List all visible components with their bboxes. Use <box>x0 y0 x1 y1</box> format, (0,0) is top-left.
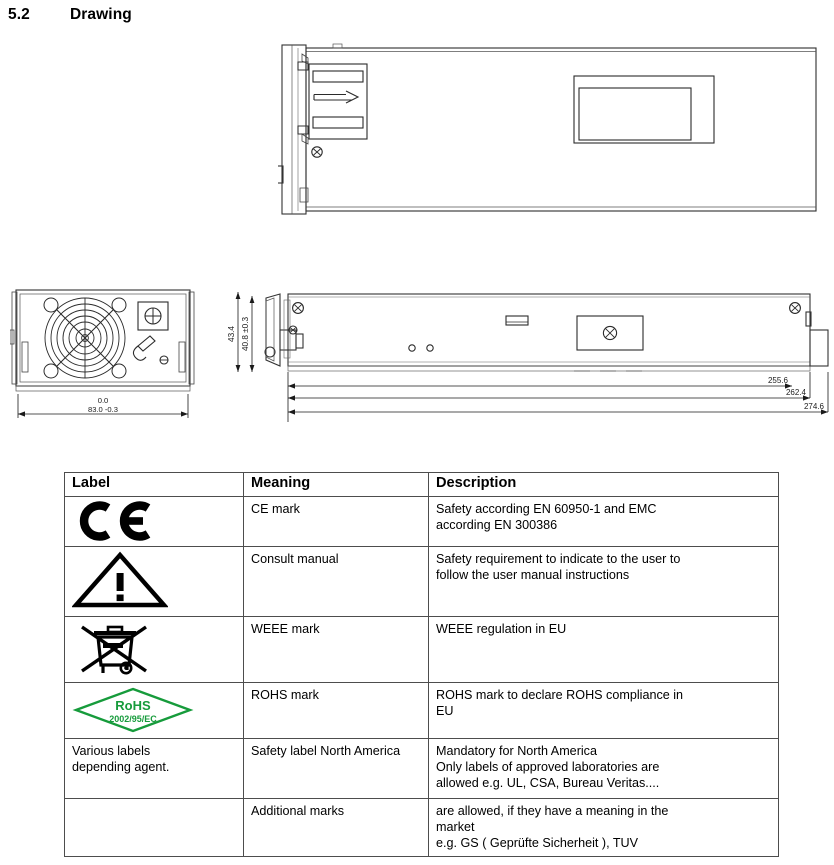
label-cell-consult-manual <box>64 545 244 617</box>
label-cell-north-america: Various labels depending agent. <box>64 737 244 799</box>
description-line: ROHS mark to declare ROHS compliance in <box>436 687 684 702</box>
meaning-cell-consult-manual: Consult manual <box>243 545 429 617</box>
front-view-width-dimension: 83.0 -0.3 <box>88 405 118 414</box>
meaning-cell-ce: CE mark <box>243 495 429 547</box>
meaning-cell-weee: WEEE mark <box>243 615 429 683</box>
rohs-diamond-icon: RoHS 2002/95/EC <box>72 687 237 733</box>
meaning-cell-additional-marks: Additional marks <box>243 797 429 857</box>
side-view-drawing: 43.4 40.8 ±0.3 255.6 <box>222 286 832 446</box>
side-view-length-255: 255.6 <box>768 376 789 385</box>
description-cell-consult-manual: Safety requirement to indicate to the us… <box>428 545 779 617</box>
label-cell-additional-marks <box>64 797 244 857</box>
description-line: WEEE regulation in EU <box>436 621 567 636</box>
description-line: follow the user manual instructions <box>436 567 630 582</box>
description-cell-ce: Safety according EN 60950-1 and EMC acco… <box>428 495 779 547</box>
top-view-drawing <box>278 38 823 223</box>
front-view-tolerance-upper: 0.0 <box>98 396 109 405</box>
description-line: Safety requirement to indicate to the us… <box>436 551 681 566</box>
description-cell-north-america: Mandatory for North America Only labels … <box>428 737 779 799</box>
meaning-cell-rohs: ROHS mark <box>243 681 429 739</box>
rohs-secondary-text: 2002/95/EC <box>109 714 157 724</box>
side-view-length-274: 274.6 <box>804 402 825 411</box>
description-line: e.g. GS ( Geprüfte Sicherheit ), TUV <box>436 835 639 850</box>
meaning-cell-north-america: Safety label North America <box>243 737 429 799</box>
description-line: allowed e.g. UL, CSA, Bureau Veritas.... <box>436 775 660 790</box>
description-line: market <box>436 819 475 834</box>
table-row: WEEE mark WEEE regulation in EU <box>64 615 779 683</box>
description-line: according EN 300386 <box>436 517 558 532</box>
header-description: Description <box>428 472 779 497</box>
ce-mark-icon <box>72 500 237 541</box>
label-text-line: depending agent. <box>72 759 170 774</box>
page-title: 5.2 Drawing <box>8 6 132 24</box>
description-line: EU <box>436 703 454 718</box>
description-line: Mandatory for North America <box>436 743 597 758</box>
side-view-height-43: 43.4 <box>227 326 236 342</box>
section-title: Drawing <box>70 6 132 23</box>
table-row: Consult manual Safety requirement to ind… <box>64 545 779 617</box>
weee-crossed-bin-icon <box>72 621 237 675</box>
rohs-primary-text: RoHS <box>115 698 151 713</box>
label-cell-weee <box>64 615 244 683</box>
side-view-length-262: 262.4 <box>786 388 807 397</box>
front-fan-view-drawing: 0.0 83.0 -0.3 <box>10 286 205 446</box>
section-number: 5.2 <box>8 6 30 23</box>
drawing-figure-group: 0.0 83.0 -0.3 <box>10 38 832 446</box>
header-meaning: Meaning <box>243 472 429 497</box>
side-view-height-40: 40.8 ±0.3 <box>241 317 250 352</box>
header-label: Label <box>64 472 244 497</box>
table-row: RoHS 2002/95/EC ROHS mark ROHS mark to d… <box>64 681 779 739</box>
label-cell-rohs: RoHS 2002/95/EC <box>64 681 244 739</box>
description-line: Safety according EN 60950-1 and EMC <box>436 501 657 516</box>
table-row: Additional marks are allowed, if they ha… <box>64 797 779 857</box>
description-cell-additional-marks: are allowed, if they have a meaning in t… <box>428 797 779 857</box>
table-row: Various labels depending agent. Safety l… <box>64 737 779 799</box>
description-cell-rohs: ROHS mark to declare ROHS compliance in … <box>428 681 779 739</box>
description-cell-weee: WEEE regulation in EU <box>428 615 779 683</box>
description-line: Only labels of approved laboratories are <box>436 759 660 774</box>
table-header-row: Label Meaning Description <box>64 472 779 497</box>
description-line: are allowed, if they have a meaning in t… <box>436 803 669 818</box>
table-row: CE mark Safety according EN 60950-1 and … <box>64 495 779 547</box>
label-text-line: Various labels <box>72 743 151 758</box>
label-cell-ce <box>64 495 244 547</box>
warning-triangle-icon <box>72 551 237 609</box>
labels-table: Label Meaning Description CE mark <box>64 472 779 857</box>
